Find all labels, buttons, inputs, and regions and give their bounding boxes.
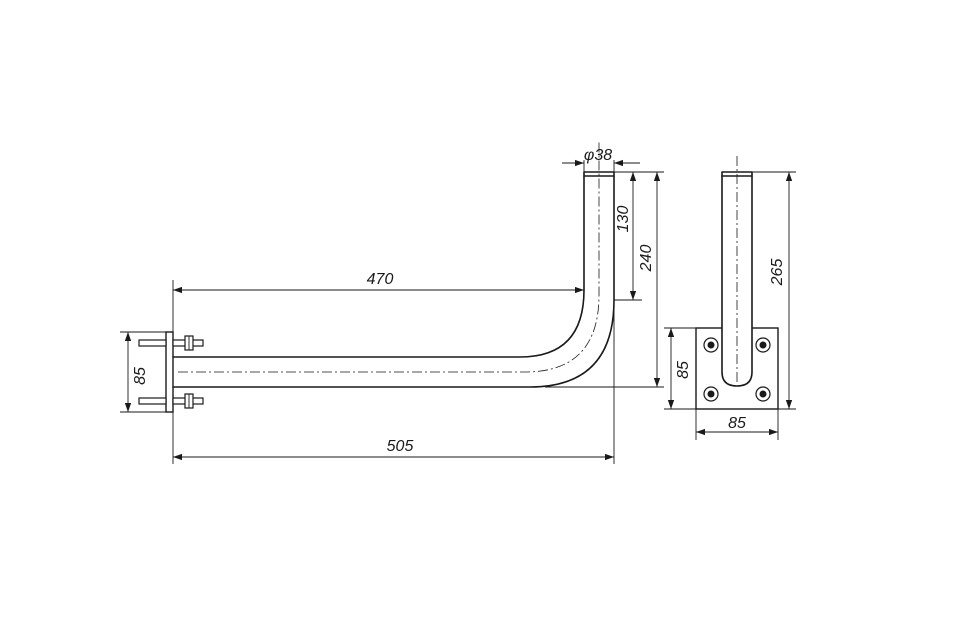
mounting-hole-bottom-right	[755, 386, 771, 402]
mounting-hole-top-left	[703, 337, 719, 353]
dim-vertical-total: 240	[638, 245, 655, 273]
dim-plate-height-front: 85	[675, 361, 692, 379]
bent-tube	[172, 171, 615, 388]
side-view: 470 505 85 φ38 130 240	[120, 140, 664, 464]
lower-bolt	[138, 393, 204, 409]
side-wall-plate	[165, 331, 174, 413]
dim-plate-height-side: 85	[132, 367, 149, 385]
dim-tube-diameter: φ38	[584, 147, 612, 164]
front-view: 85 85 265	[664, 156, 796, 440]
upper-bolt	[138, 335, 204, 351]
dim-overall-height-front: 265	[769, 259, 786, 287]
dim-horizontal-inner: 470	[367, 271, 394, 288]
dim-vertical-top: 130	[615, 206, 632, 233]
mounting-hole-bottom-left	[703, 386, 719, 402]
dim-horizontal-total: 505	[387, 438, 414, 455]
tube-centerline	[178, 140, 600, 373]
dim-plate-width-front: 85	[728, 415, 746, 432]
mounting-hole-top-right	[755, 337, 771, 353]
